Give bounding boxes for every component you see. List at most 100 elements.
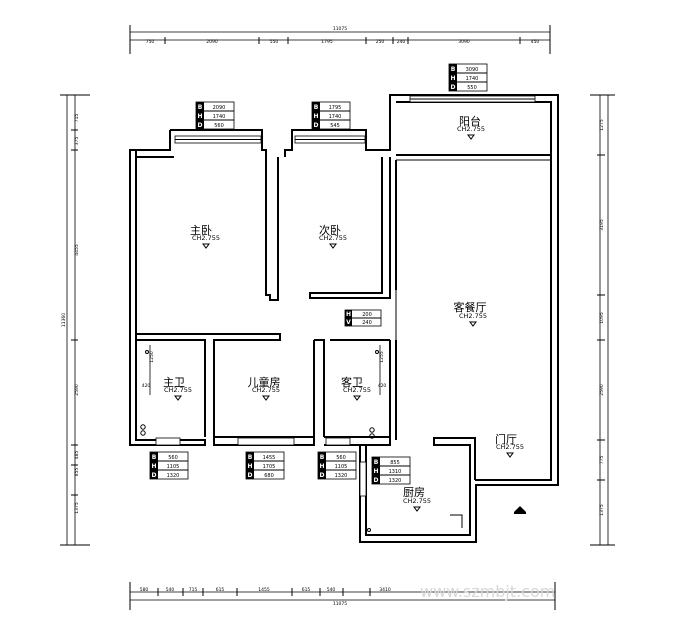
left-dim-4: 2590 (74, 384, 80, 396)
table-value: 1310 (389, 469, 402, 475)
kids-room-window-symbol (237, 437, 295, 446)
right-dim-4: 2590 (599, 384, 605, 396)
window-table-balcony: BHD 3090 1740 550 (448, 63, 488, 92)
top-dim-3: 550 (270, 39, 279, 45)
room-labels: 主卧 CH2.755 次卧 CH2.755 阳台 CH2.755 客餐厅 CH2… (163, 114, 524, 512)
bottom-dim-3: 715 (189, 587, 198, 593)
table-value: 1740 (329, 114, 342, 120)
guest-bath-inner-dim-2: 420 (378, 383, 387, 389)
top-total-dimension: 11075 (333, 26, 347, 32)
svg-text:D: D (198, 122, 203, 129)
right-dim-6: 1375 (599, 504, 605, 516)
svg-text:H: H (319, 463, 324, 470)
svg-text:D: D (248, 472, 253, 479)
svg-text:H: H (313, 113, 318, 120)
svg-text:H: H (151, 463, 156, 470)
guest-bath-window-symbol (325, 437, 351, 446)
table-value: 1705 (263, 464, 276, 470)
top-dim-6: 240 (397, 39, 406, 45)
svg-text:B: B (314, 104, 319, 111)
table-value: 1320 (335, 473, 348, 479)
pipe-icon (367, 528, 371, 532)
bottom-total-dimension: 11075 (333, 601, 347, 607)
window-table-second-bedroom: BHD 1795 1740 545 (311, 101, 351, 130)
pipe-icon (145, 350, 149, 354)
svg-text:B: B (152, 454, 157, 461)
table-value: 1455 (263, 455, 276, 461)
svg-text:H: H (450, 75, 455, 82)
svg-text:D: D (374, 477, 379, 484)
bottom-dim-5: 1455 (258, 587, 270, 593)
right-dim-2: 3195 (599, 219, 605, 231)
table-value: 560 (214, 123, 224, 129)
pipe-icon (375, 350, 379, 354)
table-value: 3090 (466, 67, 479, 73)
room-height-guest-bath: CH2.755 (343, 386, 371, 394)
top-dim-4: 1795 (321, 39, 333, 45)
bottom-dim-2: 540 (166, 587, 175, 593)
room-name-kids-room: 儿童房 (248, 375, 281, 389)
top-dimension-chain: 11075 750 2090 550 1795 250 240 3090 450 (129, 25, 551, 54)
windows (155, 95, 536, 497)
table-value: 1105 (167, 464, 180, 470)
top-dim-2: 2090 (206, 39, 218, 45)
table-value: 855 (390, 460, 400, 466)
table-value: 680 (264, 473, 274, 479)
svg-text:H: H (373, 468, 378, 475)
room-name-balcony: 阳台 (459, 114, 481, 128)
table-value: 1320 (167, 473, 180, 479)
table-value: 2090 (213, 105, 226, 111)
table-value: 1105 (335, 464, 348, 470)
watermark-text: www.szmbjt.com (420, 582, 555, 601)
bottom-dim-4: 615 (216, 587, 225, 593)
left-dim-6: 855 (74, 468, 80, 477)
guest-bath-inner-dim: 1255 (379, 351, 385, 363)
table-value: 1795 (329, 105, 342, 111)
svg-text:B: B (198, 104, 203, 111)
table-value: 550 (467, 85, 477, 91)
svg-text:D: D (320, 472, 325, 479)
top-dim-7: 3090 (458, 39, 470, 45)
svg-text:B: B (320, 454, 325, 461)
master-bath-window-symbol (155, 437, 181, 446)
table-value: 1320 (389, 478, 402, 484)
room-height-master-bedroom: CH2.755 (192, 234, 220, 242)
beam-table: H V 200 240 (344, 309, 382, 327)
room-height-living-dining: CH2.755 (459, 312, 487, 320)
level-marker-icon (262, 395, 270, 401)
svg-text:B: B (374, 459, 379, 466)
svg-text:H: H (247, 463, 252, 470)
bottom-dim-7: 540 (327, 587, 336, 593)
level-marker-icon (353, 395, 361, 401)
master-bath-inner-dim-2: 420 (142, 383, 151, 389)
room-height-kitchen: CH2.755 (403, 497, 431, 505)
floor-drain-icon (369, 433, 375, 439)
bottom-dim-6: 615 (302, 587, 311, 593)
top-dim-8: 450 (531, 39, 540, 45)
svg-text:D: D (314, 122, 319, 129)
window-table-master-bedroom: BHD 2090 1740 560 (195, 101, 235, 130)
room-height-master-bath: CH2.755 (164, 386, 192, 394)
right-dim-3: 1095 (599, 312, 605, 324)
table-value: 1740 (466, 76, 479, 82)
level-marker-icon (202, 243, 210, 249)
svg-text:D: D (152, 472, 157, 479)
left-total-dimension: 11360 (61, 313, 67, 327)
table-value: 1740 (213, 114, 226, 120)
svg-text:B: B (451, 66, 456, 73)
level-marker-icon (329, 243, 337, 249)
room-name-master-bedroom: 主卧 (190, 224, 212, 237)
svg-text:H: H (346, 311, 351, 318)
table-value: 560 (168, 455, 178, 461)
bottom-dim-1: 580 (140, 587, 149, 593)
table-value: 545 (330, 123, 340, 129)
table-value: 560 (336, 455, 346, 461)
svg-text:V: V (346, 319, 351, 326)
room-name-guest-bath: 客卫 (341, 375, 363, 389)
right-dimension-chain: 1275 3195 1095 2590 775 1375 (590, 94, 615, 546)
left-dim-5: 485 (74, 451, 80, 460)
svg-text:D: D (451, 84, 456, 91)
kitchen-window-symbol (359, 461, 367, 497)
room-name-living-dining: 客餐厅 (454, 300, 487, 314)
